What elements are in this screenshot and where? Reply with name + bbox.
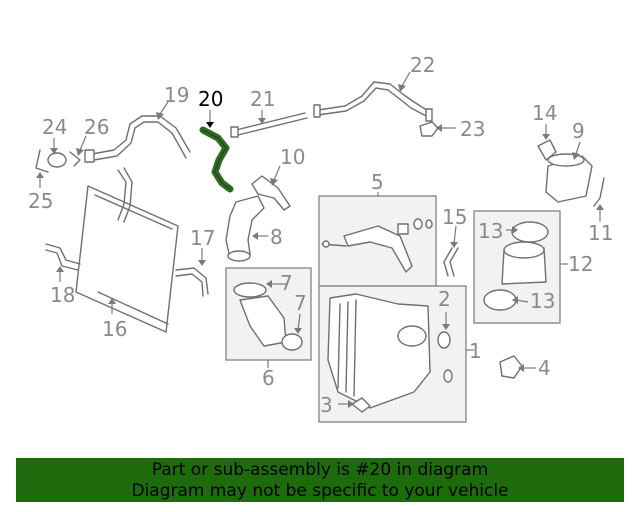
- part-17-hose[interactable]: [175, 267, 209, 297]
- callout-25[interactable]: 25: [28, 189, 53, 213]
- callout-9[interactable]: 9: [572, 119, 585, 143]
- part-1-intercooler[interactable]: [327, 293, 431, 409]
- callout-11[interactable]: 11: [588, 221, 613, 245]
- part-12-coupler[interactable]: [501, 241, 547, 285]
- callout-26[interactable]: 26: [84, 115, 109, 139]
- callout-4[interactable]: 4: [538, 356, 551, 380]
- part-19-hose[interactable]: [84, 115, 191, 163]
- callout-labels: 1 2 3 4 5 6 7 7 8 9 10 11 12 13 13 14 15…: [28, 53, 613, 417]
- banner-line-disclaimer: Diagram may not be specific to your vehi…: [131, 481, 509, 501]
- part-2-grommet[interactable]: [437, 331, 451, 349]
- callout-14[interactable]: 14: [532, 101, 557, 125]
- part-7-clamp-upper[interactable]: [233, 282, 267, 298]
- callout-16[interactable]: 16: [102, 317, 127, 341]
- part-15-hose[interactable]: [443, 247, 459, 277]
- part-24-sensor[interactable]: [35, 149, 67, 173]
- part-14-sensor[interactable]: [537, 139, 557, 161]
- callout-19[interactable]: 19: [164, 83, 189, 107]
- part-13-clamp[interactable]: [511, 221, 549, 243]
- radiator-upper-hose[interactable]: [117, 167, 133, 223]
- part-18-hose[interactable]: [45, 243, 81, 271]
- part-22-pipe[interactable]: [313, 81, 433, 122]
- callout-7a[interactable]: 7: [280, 271, 293, 295]
- part-9-filter[interactable]: [545, 153, 593, 203]
- part-7-clamp-lower[interactable]: [281, 333, 303, 351]
- callout-3[interactable]: 3: [320, 393, 333, 417]
- callout-12[interactable]: 12: [568, 252, 593, 276]
- callout-1[interactable]: 1: [469, 339, 482, 363]
- callout-8[interactable]: 8: [270, 225, 283, 249]
- callout-20-highlighted[interactable]: 20: [198, 87, 223, 111]
- callout-7b[interactable]: 7: [294, 291, 307, 315]
- part-23-connector[interactable]: [419, 121, 439, 137]
- callout-6[interactable]: 6: [262, 366, 275, 390]
- part-4-valve[interactable]: [499, 355, 523, 379]
- part-10-bracket[interactable]: [251, 175, 291, 211]
- part-3-clip[interactable]: [351, 397, 371, 413]
- callout-22[interactable]: 22: [410, 53, 435, 77]
- callout-15[interactable]: 15: [442, 205, 467, 229]
- callout-2[interactable]: 2: [438, 287, 451, 311]
- part-5-bracket[interactable]: [321, 218, 433, 273]
- part-13-clamp-lower[interactable]: [483, 289, 517, 311]
- leader-lines: [36, 71, 604, 408]
- part-20-hose-highlighted[interactable]: [199, 126, 234, 193]
- part-notice-banner: Part or sub-assembly is #20 in diagram D…: [16, 458, 624, 502]
- callout-21[interactable]: 21: [250, 87, 275, 111]
- callout-24[interactable]: 24: [42, 115, 67, 139]
- callout-10[interactable]: 10: [280, 145, 305, 169]
- part-11-bracket[interactable]: [593, 177, 605, 207]
- callout-13b[interactable]: 13: [530, 289, 555, 313]
- callout-23[interactable]: 23: [460, 117, 485, 141]
- part-26-clip[interactable]: [69, 151, 81, 167]
- part-8-intake-hose[interactable]: [225, 195, 265, 262]
- callout-18[interactable]: 18: [50, 283, 75, 307]
- part-16-radiator[interactable]: [75, 185, 179, 333]
- callout-5[interactable]: 5: [371, 170, 384, 194]
- oring[interactable]: [443, 369, 453, 383]
- banner-line-part-number: Part or sub-assembly is #20 in diagram: [151, 460, 489, 480]
- callout-17[interactable]: 17: [190, 226, 215, 250]
- part-21-pipe[interactable]: [230, 112, 308, 138]
- callout-13a[interactable]: 13: [478, 219, 503, 243]
